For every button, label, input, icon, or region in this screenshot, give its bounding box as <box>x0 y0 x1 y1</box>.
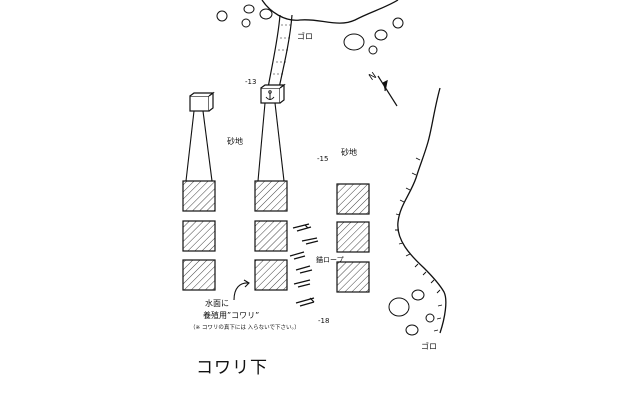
note-line-2: 養殖用”コワリ” <box>203 311 260 320</box>
cage-frame <box>182 220 216 252</box>
cage-frame <box>336 261 370 293</box>
cage-frame <box>182 180 216 212</box>
rock-cluster-top <box>216 4 404 55</box>
anchor-rope-line <box>267 14 293 89</box>
label-goro-bottom: ゴロ <box>421 342 437 351</box>
label-goro-top: ゴロ <box>297 32 313 41</box>
rock-icon <box>392 17 404 29</box>
note-line-1: 水面に <box>205 299 229 308</box>
cage-frame <box>254 220 288 252</box>
fish-icon <box>292 223 312 232</box>
mooring-lines <box>185 102 285 182</box>
cage-frames <box>182 180 370 293</box>
fish-school <box>289 223 319 307</box>
cage-frame <box>182 259 216 291</box>
anchor-icon <box>265 90 275 100</box>
cage-frame <box>254 259 288 291</box>
shoreline-right <box>397 87 447 334</box>
pointer-arrow <box>233 279 250 301</box>
cage-frame <box>336 221 370 253</box>
label-depth-13: -13 <box>245 78 257 86</box>
rock-icon <box>374 29 388 41</box>
label-depth-15: -15 <box>317 155 329 163</box>
label-anchor-rope: 錨ロープ <box>316 256 344 264</box>
label-sand-left: 砂地 <box>227 137 243 146</box>
rock-icon <box>216 10 228 22</box>
fish-icon <box>293 279 311 288</box>
rock-icon <box>388 297 410 317</box>
map-title: コワリ下 <box>196 358 268 378</box>
note-line-3: （※ コワリの真下には 入らないで下さい。） <box>190 325 300 331</box>
buoy-left <box>189 91 215 112</box>
rock-icon <box>259 8 273 20</box>
rock-cluster-bottom <box>388 289 435 336</box>
north-arrow-icon <box>377 75 398 107</box>
rock-icon <box>241 18 251 28</box>
fish-icon <box>289 251 306 260</box>
shoreline-right-ticks <box>395 157 443 332</box>
rock-icon <box>411 289 425 301</box>
cage-frame <box>254 180 288 212</box>
rock-icon <box>343 33 365 51</box>
label-depth-18: -18 <box>318 317 330 325</box>
anchor-buoy <box>260 83 286 104</box>
fish-icon <box>295 265 313 274</box>
cage-frame <box>336 183 370 215</box>
fish-icon <box>301 237 319 245</box>
shoreline-top <box>261 0 399 24</box>
rock-icon <box>425 313 435 323</box>
rock-icon <box>405 324 419 336</box>
fish-icon <box>295 297 315 307</box>
label-sand-right: 砂地 <box>341 148 357 157</box>
rock-icon <box>368 45 378 55</box>
rock-icon <box>243 4 255 14</box>
